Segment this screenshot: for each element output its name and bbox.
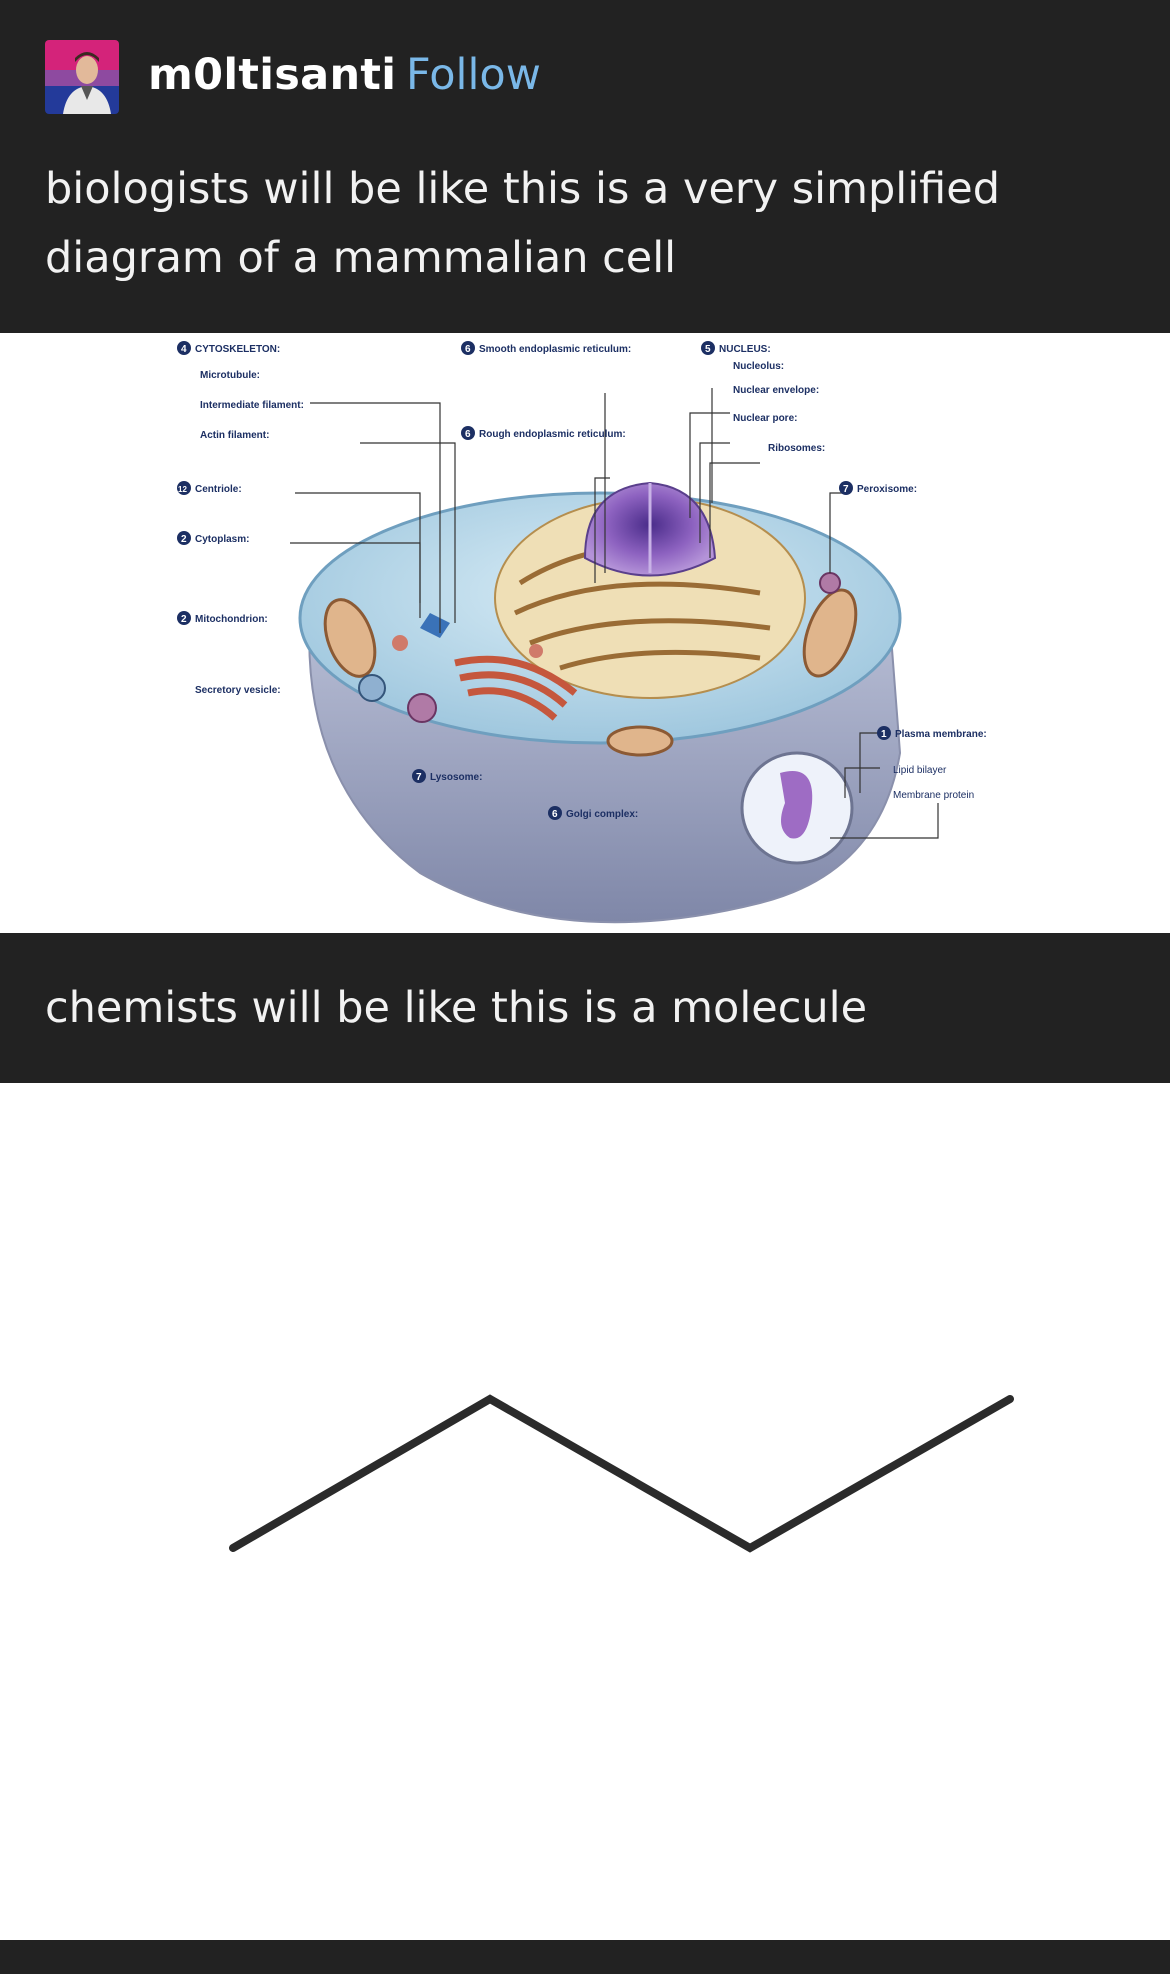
label-cytoplasm: 2 Cytoplasm: — [177, 531, 249, 545]
label-secretory-vesicle: Secretory vesicle: — [195, 685, 281, 696]
label-mitochondrion: 2 Mitochondrion: — [177, 611, 268, 625]
label-microtubule: Microtubule: — [200, 370, 260, 381]
label-golgi-complex: 6 Golgi complex: — [548, 806, 638, 820]
label-centriole: 12 Centriole: — [177, 481, 242, 495]
svg-text:NUCLEUS:: NUCLEUS: — [719, 344, 771, 355]
svg-text:Golgi complex:: Golgi complex: — [566, 809, 638, 820]
svg-text:Centriole:: Centriole: — [195, 484, 242, 495]
post-caption-chemists: chemists will be like this is a molecule — [45, 983, 868, 1033]
label-ribosomes: Ribosomes: — [768, 443, 825, 454]
svg-text:Plasma membrane:: Plasma membrane: — [895, 729, 987, 740]
label-nuclear-pore: Nuclear pore: — [733, 413, 797, 424]
label-smooth-er: 6 Smooth endoplasmic reticulum: — [461, 341, 631, 355]
svg-text:CYTOSKELETON:: CYTOSKELETON: — [195, 344, 280, 355]
svg-text:Mitochondrion:: Mitochondrion: — [195, 614, 268, 625]
svg-text:1: 1 — [881, 729, 887, 740]
label-membrane-protein: Membrane protein — [893, 790, 974, 801]
svg-text:Lysosome:: Lysosome: — [430, 772, 482, 783]
label-cytoskeleton: 4 CYTOSKELETON: — [177, 341, 280, 355]
label-plasma-membrane: 1 Plasma membrane: — [877, 726, 987, 740]
label-lipid-bilayer: Lipid bilayer — [893, 765, 947, 776]
label-rough-er: 6 Rough endoplasmic reticulum: — [461, 426, 626, 440]
cell-diagram-image: 4 CYTOSKELETON: Microtubule: Intermediat… — [0, 333, 1170, 933]
svg-text:5: 5 — [705, 344, 711, 355]
label-nuclear-envelope: Nuclear envelope: — [733, 385, 819, 396]
svg-text:6: 6 — [465, 429, 471, 440]
molecule-image — [0, 1083, 1170, 1940]
svg-text:7: 7 — [843, 484, 849, 495]
label-intermediate-filament: Intermediate filament: — [200, 400, 304, 411]
label-nucleus: 5 NUCLEUS: — [701, 341, 771, 355]
user-avatar-icon[interactable] — [45, 40, 119, 114]
molecule-skeletal-formula — [229, 1394, 1014, 1553]
svg-text:Rough endoplasmic reticulum:: Rough endoplasmic reticulum: — [479, 429, 626, 440]
label-nucleolus: Nucleolus: — [733, 361, 784, 372]
svg-text:6: 6 — [552, 809, 558, 820]
post-header: m0ltisanti Follow — [0, 0, 1170, 156]
label-lysosome: 7 Lysosome: — [412, 769, 482, 783]
post-caption-biologists: biologists will be like this is a very s… — [45, 164, 1000, 283]
follow-button[interactable]: Follow — [406, 50, 541, 100]
username[interactable]: m0ltisanti — [148, 50, 397, 100]
svg-text:Cytoplasm:: Cytoplasm: — [195, 534, 249, 545]
svg-text:7: 7 — [416, 772, 422, 783]
svg-text:2: 2 — [181, 534, 187, 545]
svg-text:12: 12 — [178, 485, 187, 494]
svg-text:Peroxisome:: Peroxisome: — [857, 484, 917, 495]
label-peroxisome: 7 Peroxisome: — [839, 481, 917, 495]
svg-text:4: 4 — [181, 344, 187, 355]
svg-text:Smooth endoplasmic reticulum:: Smooth endoplasmic reticulum: — [479, 344, 631, 355]
label-actin-filament: Actin filament: — [200, 430, 269, 441]
svg-text:6: 6 — [465, 344, 471, 355]
svg-text:2: 2 — [181, 614, 187, 625]
